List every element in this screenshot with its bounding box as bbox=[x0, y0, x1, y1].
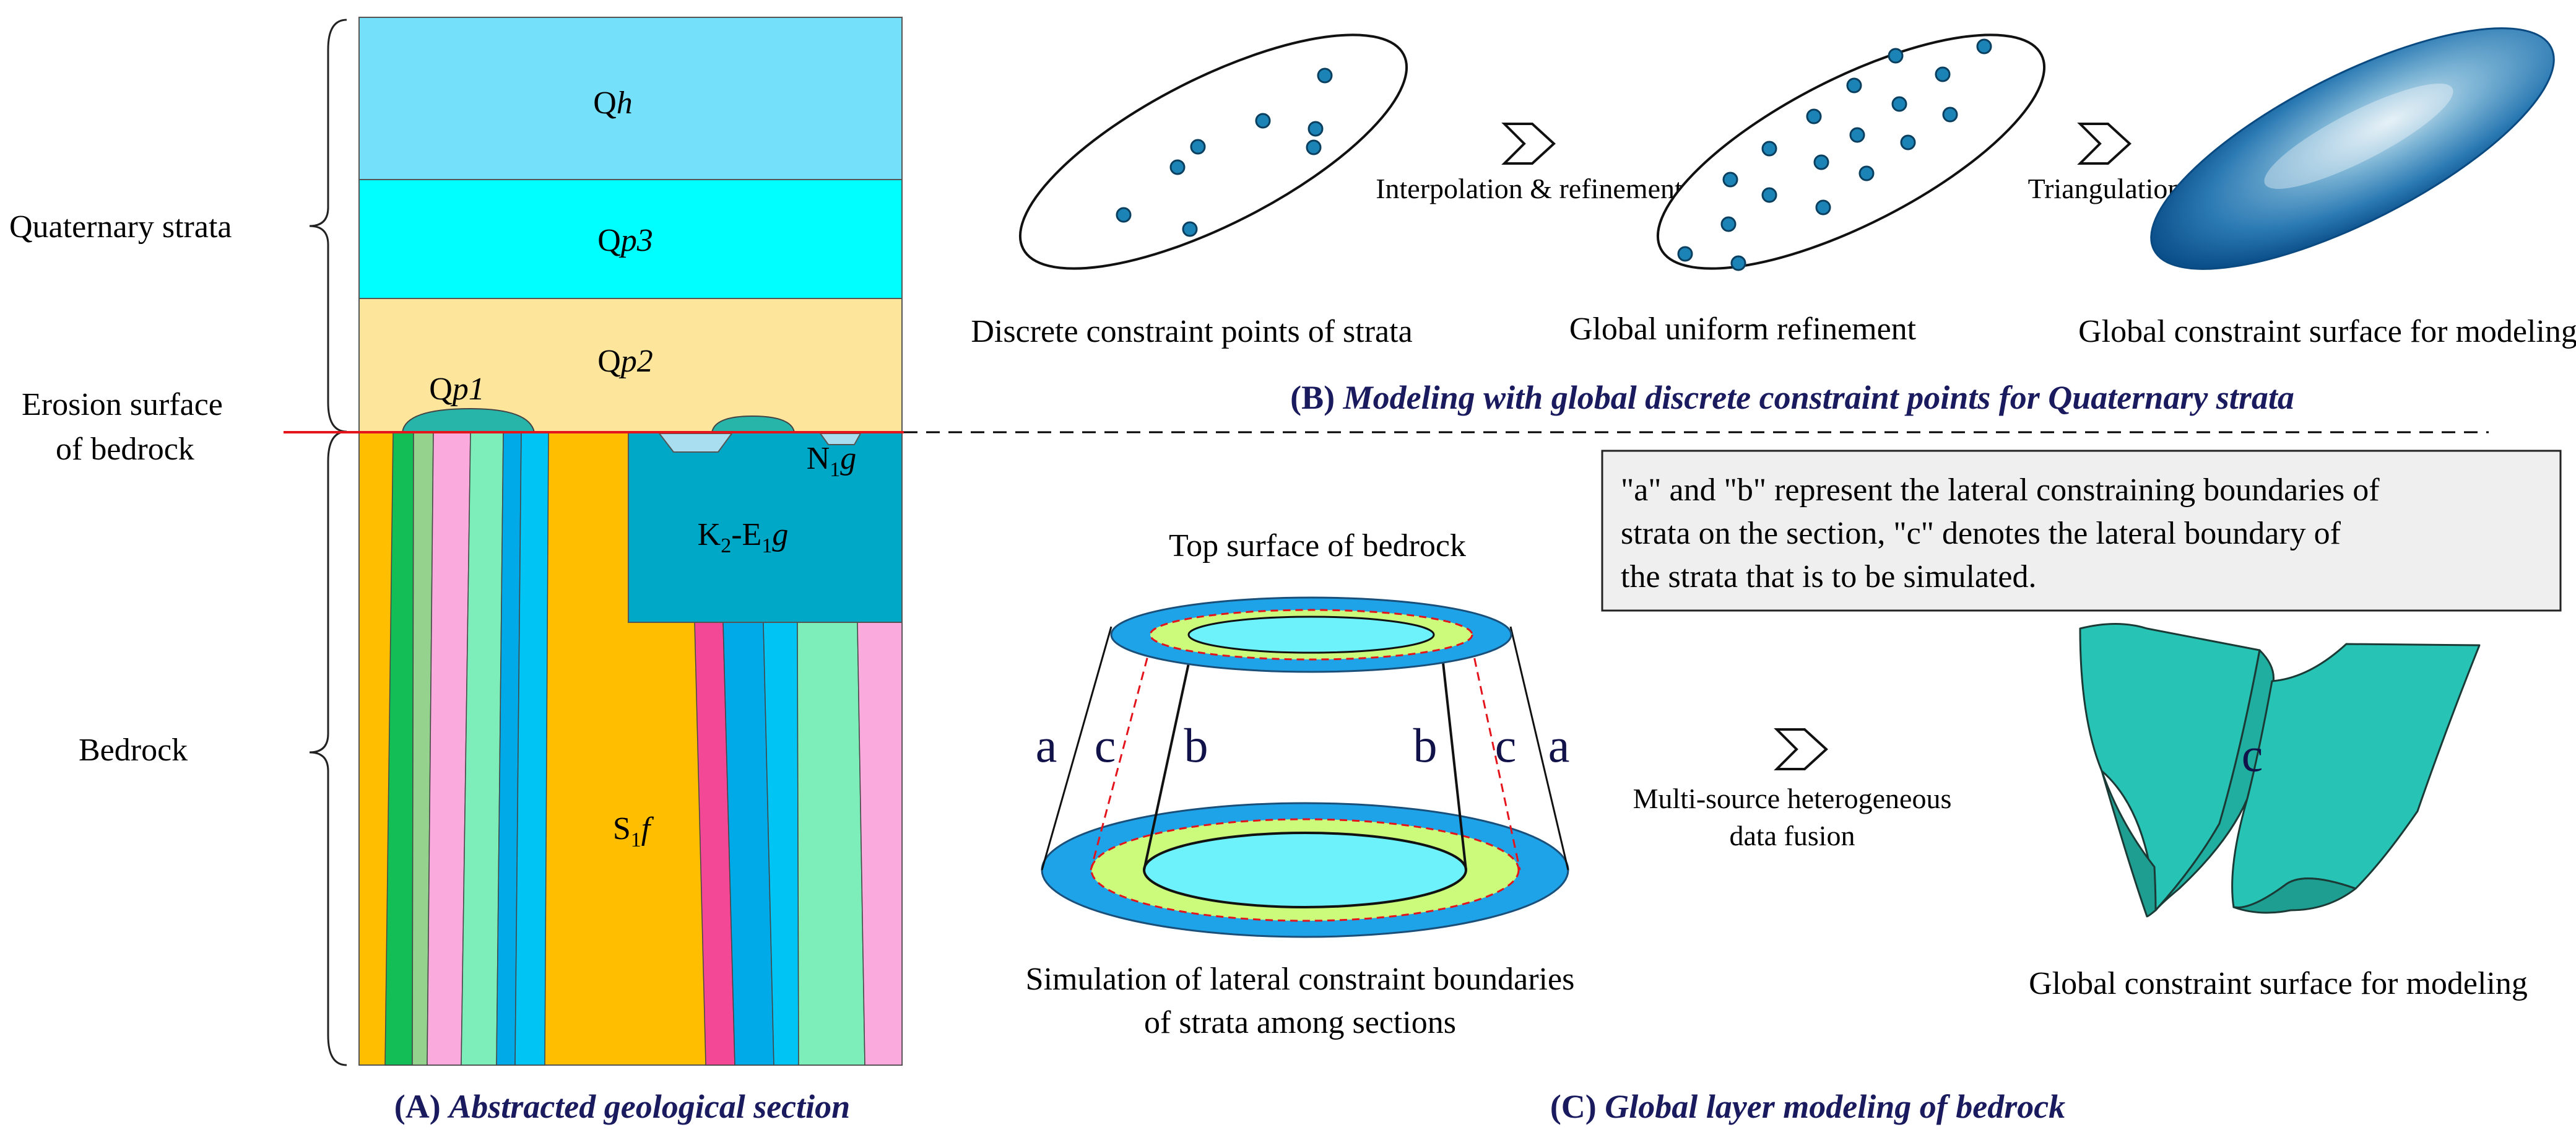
erosion-label-line1: Erosion surface bbox=[22, 387, 223, 422]
fusion-label-line2: data fusion bbox=[1729, 820, 1855, 851]
point bbox=[1813, 154, 1829, 170]
label-qh: Qh bbox=[593, 85, 633, 121]
note-line-2: strata on the section, "c" denotes the l… bbox=[1621, 516, 2341, 551]
point bbox=[1169, 159, 1186, 175]
caption-discrete: Discrete constraint points of strata bbox=[971, 314, 1412, 349]
lens-qp1-right bbox=[711, 415, 796, 433]
bottom-center bbox=[1143, 832, 1467, 908]
top-surface-label: Top surface of bedrock bbox=[1169, 528, 1466, 563]
fusion-label-line1: Multi-source heterogeneous bbox=[1633, 783, 1952, 814]
point bbox=[1722, 172, 1738, 188]
ellipse-uniform bbox=[1656, 33, 2046, 270]
point bbox=[1720, 216, 1737, 232]
letter-c-left: c bbox=[1095, 718, 1116, 772]
caption-uniform: Global uniform refinement bbox=[1569, 311, 1917, 347]
strip-mint-2 bbox=[797, 622, 865, 1066]
point bbox=[1730, 255, 1746, 271]
point bbox=[1858, 165, 1875, 181]
letter-c-right: c bbox=[1495, 718, 1517, 772]
point bbox=[1846, 77, 1862, 94]
letter-b-right: b bbox=[1413, 718, 1438, 772]
point bbox=[1677, 246, 1693, 262]
point bbox=[1888, 48, 1904, 64]
uniform-points bbox=[1677, 38, 1992, 271]
quaternary-label: Quaternary strata bbox=[9, 209, 232, 245]
point bbox=[1806, 108, 1822, 124]
line-a-left bbox=[1041, 626, 1112, 871]
ellipse-discrete bbox=[1018, 33, 1408, 270]
discrete-points bbox=[1116, 67, 1333, 237]
surface-bottom-left bbox=[2101, 770, 2157, 918]
note-box bbox=[1601, 450, 2562, 612]
point bbox=[1317, 67, 1333, 84]
note-line-3: the strata that is to be simulated. bbox=[1621, 559, 2037, 594]
surface-bottom-right bbox=[2232, 877, 2357, 914]
arrow-interpolation-icon bbox=[1501, 123, 1556, 165]
lens-qp1-left bbox=[401, 407, 536, 433]
point bbox=[1255, 113, 1271, 129]
arrow-triangulation-label: Triangulation bbox=[2028, 173, 2182, 204]
bedrock-brace bbox=[309, 430, 347, 1066]
line-c-left bbox=[1090, 630, 1156, 871]
layer-k2e1g bbox=[628, 432, 903, 623]
line-c-right bbox=[1467, 630, 1521, 871]
quaternary-brace bbox=[309, 19, 347, 433]
label-qp3: Qp3 bbox=[597, 223, 653, 258]
arrow-fusion-icon bbox=[1774, 728, 1828, 770]
folded-constraint-surface bbox=[2079, 623, 2481, 918]
point bbox=[1976, 38, 1992, 54]
simulation-label-line2: of strata among sections bbox=[1144, 1005, 1456, 1040]
label-qp1: Qp1 bbox=[429, 372, 485, 407]
strip-pink-2 bbox=[857, 622, 903, 1066]
point bbox=[1116, 207, 1132, 223]
point bbox=[1900, 134, 1916, 150]
point bbox=[1942, 107, 1958, 123]
line-b-left bbox=[1143, 634, 1196, 871]
caption-a: (A) Abstracted geological section bbox=[394, 1088, 850, 1125]
top-center bbox=[1187, 616, 1435, 654]
point bbox=[1935, 66, 1951, 82]
label-k2e1g: K2-E1g bbox=[698, 517, 789, 557]
letter-b-left: b bbox=[1184, 718, 1208, 772]
point bbox=[1761, 141, 1777, 157]
simulation-label-line1: Simulation of lateral constraint boundar… bbox=[1026, 962, 1575, 997]
caption-surface-c: Global constraint surface for modeling bbox=[2029, 966, 2528, 1001]
line-a-right bbox=[1509, 626, 1569, 871]
panel-c: "a" and "b" represent the lateral constr… bbox=[1026, 450, 2562, 1125]
arrow-interpolation-label: Interpolation & refinement bbox=[1376, 173, 1683, 204]
panel-a: Quaternary strata Erosion surface of bed… bbox=[9, 17, 2489, 1125]
point bbox=[1891, 96, 1907, 112]
letter-a-right: a bbox=[1548, 718, 1570, 772]
layer-qp3 bbox=[358, 179, 903, 299]
arrow-triangulation-icon bbox=[2077, 123, 2131, 165]
strip-cyan-1 bbox=[514, 432, 549, 1066]
caption-b: (B) Modeling with global discrete constr… bbox=[1290, 379, 2294, 416]
point bbox=[1306, 139, 1322, 155]
panel-b: Interpolation & refinement Triangulati bbox=[971, 27, 2576, 416]
caption-c: (C) Global layer modeling of bedrock bbox=[1550, 1088, 2065, 1125]
point bbox=[1815, 199, 1831, 215]
point bbox=[1190, 139, 1206, 155]
constraint-surface-ellipsoid bbox=[2150, 27, 2555, 270]
bedrock-label: Bedrock bbox=[79, 733, 188, 768]
label-n1g: N1g bbox=[807, 441, 857, 481]
ellipsoid-highlight bbox=[2264, 83, 2453, 189]
caption-surface-b: Global constraint surface for modeling bbox=[2078, 314, 2576, 349]
point bbox=[1761, 187, 1777, 203]
letter-a-left: a bbox=[1036, 718, 1057, 772]
line-b-right bbox=[1439, 634, 1467, 871]
layer-qh bbox=[358, 17, 903, 180]
point bbox=[1849, 127, 1865, 143]
point bbox=[1308, 121, 1324, 137]
note-line-1: "a" and "b" represent the lateral constr… bbox=[1621, 472, 2380, 508]
point bbox=[1182, 221, 1198, 237]
erosion-label-line2: of bedrock bbox=[56, 432, 194, 467]
label-qp2: Qp2 bbox=[597, 344, 653, 379]
letter-c-surface: c bbox=[2242, 728, 2263, 781]
